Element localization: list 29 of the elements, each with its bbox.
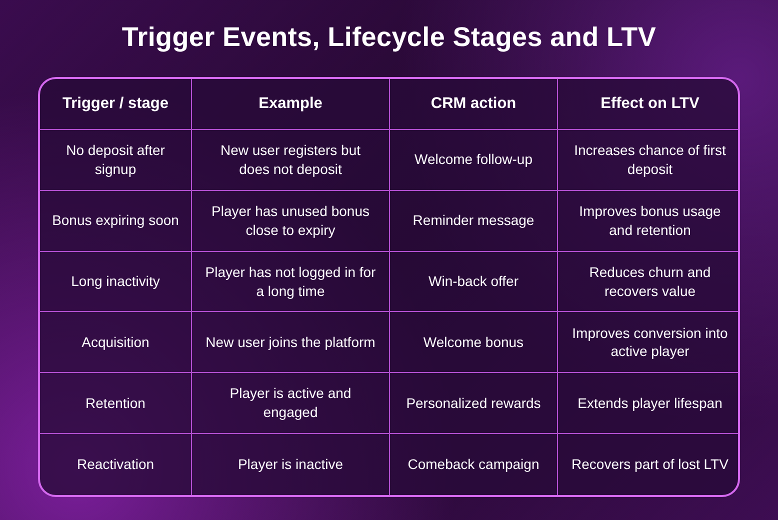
table-cell: Welcome follow-up xyxy=(390,130,558,191)
column-header: Effect on LTV xyxy=(558,79,738,130)
table-cell: No deposit after signup xyxy=(40,130,192,191)
title: Trigger Events, Lifecycle Stages and LTV xyxy=(120,22,658,53)
table-cell: Player is inactive xyxy=(192,434,390,495)
table-cell: Player has not logged in for a long time xyxy=(192,252,390,312)
table-cell: Increases chance of first deposit xyxy=(558,130,738,191)
table-cell-text: Recovers part of lost LTV xyxy=(570,455,730,474)
column-header: Example xyxy=(192,79,390,130)
table-cell: Player has unused bonus close to expiry xyxy=(192,190,390,252)
column-header: Trigger / stage xyxy=(40,79,192,130)
table-cell: Bonus expiring soon xyxy=(40,190,192,252)
table-cell: Extends player lifespan xyxy=(558,373,738,434)
table-cell: Long inactivity xyxy=(40,252,192,312)
column-header: CRM action xyxy=(390,79,558,130)
table-cell: Personalized rewards xyxy=(390,373,558,434)
table-cell: Reduces churn and recovers value xyxy=(558,252,738,312)
table-cell: Acquisition xyxy=(40,312,192,374)
table-cell: Welcome bonus xyxy=(390,312,558,374)
table-cell: Reactivation xyxy=(40,434,192,495)
table-cell: Comeback campaign xyxy=(390,434,558,495)
table-cell: Player is active and engaged xyxy=(192,373,390,434)
table-cell: New user joins the platform xyxy=(192,312,390,374)
table-cell: Improves conversion into active player xyxy=(558,312,738,374)
table-cell: Improves bonus usage and retention xyxy=(558,190,738,252)
table-cell: Reminder message xyxy=(390,190,558,252)
table-cell: New user registers but does not deposit xyxy=(192,130,390,191)
table-cell: Retention xyxy=(40,373,192,434)
table-cell: Win-back offer xyxy=(390,252,558,312)
